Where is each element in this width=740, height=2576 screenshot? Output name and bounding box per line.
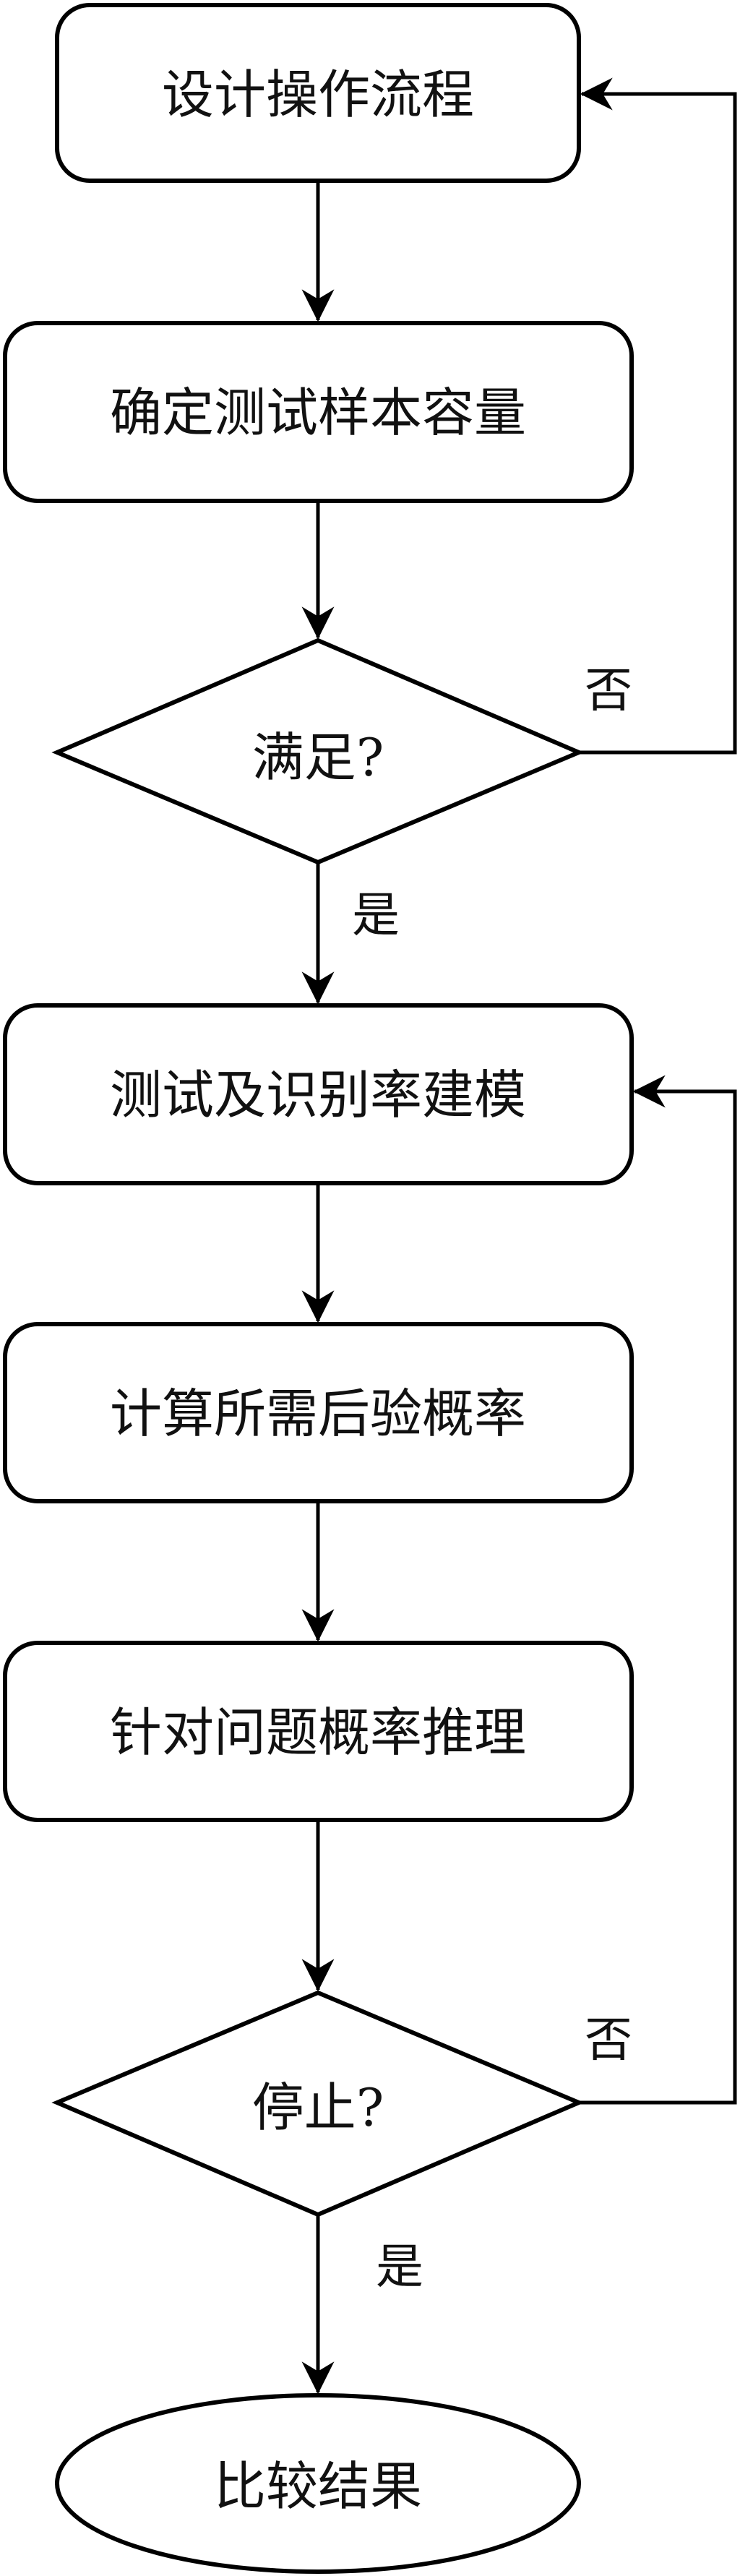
node-sample-size: 确定测试样本容量 [3,321,634,503]
node-label: 比较结果 [214,2456,422,2517]
decision-diamond [51,637,585,865]
edge-label-stop-no: 否 [585,2012,632,2068]
node-modeling: 测试及识别率建模 [3,1003,634,1185]
process-box [55,3,581,183]
decision-diamond [51,1990,585,2217]
node-satisfied: 满足? [51,637,585,865]
terminal-ellipse [55,2393,581,2574]
node-stop: 停止? [51,1990,585,2217]
node-design: 设计操作流程 [55,3,581,183]
node-label: 设计操作流程 [162,64,474,125]
process-box [3,1003,634,1185]
node-label: 针对问题概率推理 [110,1702,526,1763]
node-label: 测试及识别率建模 [110,1065,526,1125]
edge-stop-no-to-modeling [579,1075,737,2105]
edge-satisfied-no-to-design [579,77,737,755]
node-label: 满足? [252,727,384,788]
edge-label-satisfied-no: 否 [585,663,632,718]
process-box [3,321,634,503]
edge-label-satisfied-yes: 是 [352,888,400,943]
process-box [3,1322,634,1503]
edges [301,77,737,2395]
node-inference: 针对问题概率推理 [3,1641,634,1822]
node-posterior: 计算所需后验概率 [3,1322,634,1503]
node-compare: 比较结果 [55,2393,581,2574]
node-label: 计算所需后验概率 [110,1383,526,1444]
node-label: 确定测试样本容量 [110,382,526,443]
edge-label-stop-yes: 是 [376,2239,423,2295]
node-label: 停止? [252,2077,384,2138]
process-box [3,1641,634,1822]
